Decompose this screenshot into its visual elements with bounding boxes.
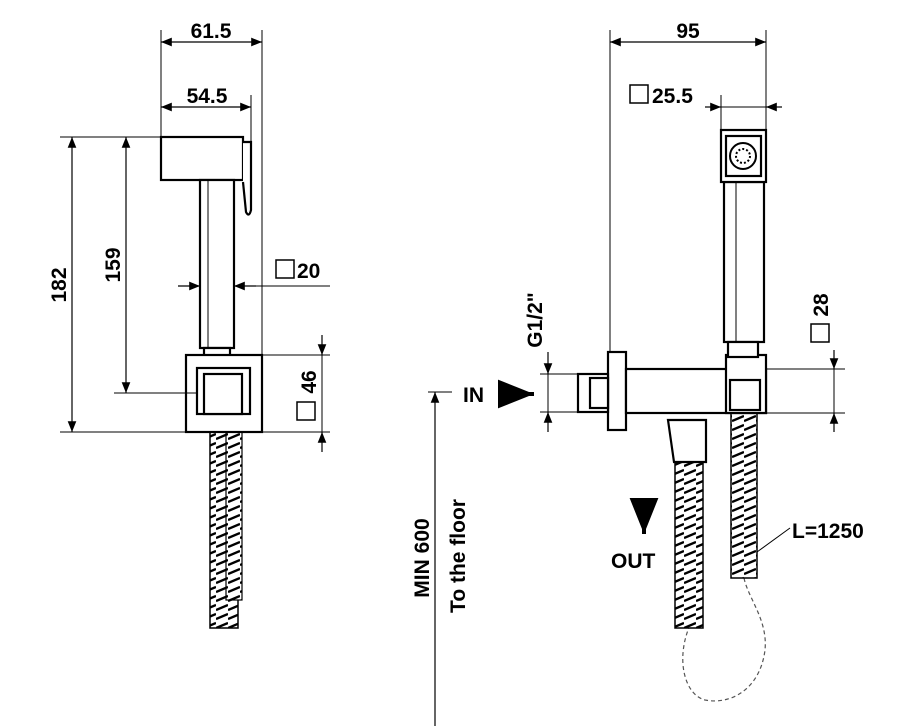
dim-body-square: 28 <box>810 293 833 317</box>
shower-hose <box>730 409 758 579</box>
square-symbol-icon <box>810 323 830 343</box>
label-out: OUT <box>611 550 656 573</box>
dim-bracket-square: 46 <box>298 370 321 393</box>
hose-back <box>225 429 243 601</box>
square-symbol-icon <box>275 259 295 279</box>
handle-stem <box>198 178 236 350</box>
outlet-hose <box>674 461 704 629</box>
hose-length-leader <box>756 527 791 553</box>
hose-loop-dashed <box>682 577 766 702</box>
outlet-nozzle <box>666 418 708 464</box>
shower-head <box>159 135 245 182</box>
dim-total-width: 61.5 <box>191 20 232 43</box>
label-min-height: MIN 600 <box>411 518 434 597</box>
square-symbol-icon <box>296 401 316 421</box>
label-in: IN <box>463 384 484 407</box>
dim-total-depth: 95 <box>676 20 700 43</box>
label-to-floor: To the floor <box>447 499 470 613</box>
valve-body <box>606 350 628 432</box>
handle-stem <box>722 180 766 344</box>
label-hose-length: L=1250 <box>792 520 864 543</box>
trigger-lever <box>241 140 253 216</box>
dim-total-height: 182 <box>48 267 71 302</box>
dim-connection-thread: G1/2" <box>524 292 547 347</box>
dim-handle-square: 20 <box>297 260 320 283</box>
dim-body-width: 54.5 <box>187 85 228 108</box>
dim-handle-height: 159 <box>102 247 125 282</box>
square-symbol-icon <box>629 84 649 104</box>
dim-head-square: 25.5 <box>652 85 693 108</box>
front-view: 95 25.5 G1/2" 28 IN OUT L=1250 <box>411 20 864 726</box>
side-view: 61.5 54.5 182 159 20 46 <box>48 20 330 629</box>
